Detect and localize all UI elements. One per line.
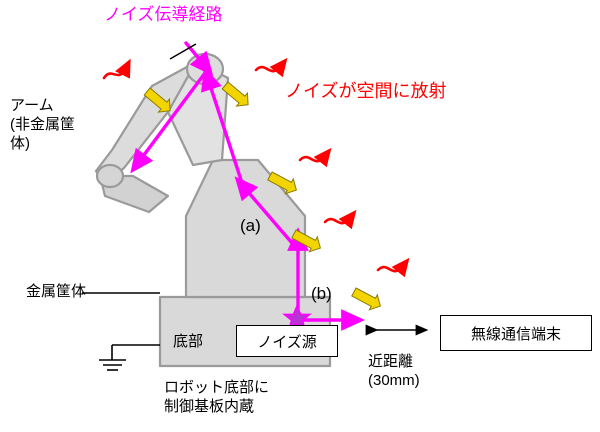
label-point-b: (b) — [311, 284, 332, 303]
label-point-a: (a) — [240, 216, 261, 235]
label-board-note: ロボット底部に 制御基板内蔵 — [164, 379, 270, 416]
wireless-terminal-box: 無線通信端末 — [440, 315, 592, 351]
noise-path — [130, 41, 365, 331]
radiation-waves — [102, 57, 410, 278]
arm-leader — [169, 43, 197, 60]
label-bottom: 底部 — [173, 333, 204, 350]
label-arm: アーム (非金属筐 体) — [10, 97, 75, 153]
ground-symbol — [99, 344, 160, 371]
title-noise-path: ノイズ伝導経路 — [104, 5, 223, 24]
noise-source-box: ノイズ源 — [236, 325, 338, 357]
yellow-arrows — [143, 81, 381, 311]
noise-source-star — [282, 303, 312, 332]
leader-lines — [82, 43, 197, 294]
title-noise-radiation: ノイズが空間に放射 — [285, 81, 447, 101]
label-metal-case: 金属筐体 — [26, 283, 87, 300]
label-distance: 近距離 (30mm) — [368, 353, 420, 390]
